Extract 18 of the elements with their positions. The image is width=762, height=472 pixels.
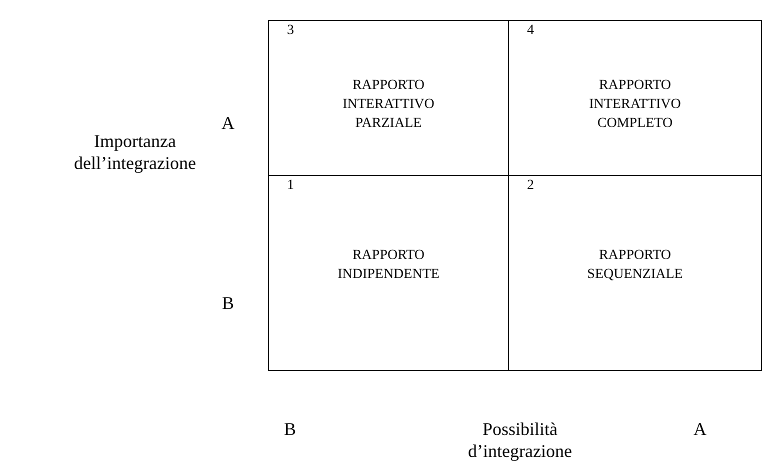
quadrant-number: 1 — [287, 178, 294, 194]
quadrant-label: RAPPORTO INTERATTIVO COMPLETO — [588, 77, 682, 133]
matrix-quadrant — [268, 20, 509, 176]
quadrant-label: RAPPORTO INDIPENDENTE — [336, 247, 440, 284]
axis-title: Importanza dell’integrazione — [73, 130, 197, 174]
axis-value: A — [220, 112, 236, 134]
axis-title: Possibilità d’integrazione — [467, 418, 573, 462]
axis-value: B — [282, 418, 297, 440]
axis-value: B — [220, 292, 235, 314]
quadrant-number: 3 — [287, 23, 294, 39]
quadrant-label: RAPPORTO SEQUENZIALE — [586, 247, 684, 284]
quadrant-number: 4 — [527, 23, 534, 39]
matrix-quadrant — [268, 175, 509, 371]
matrix-quadrant — [508, 20, 762, 176]
matrix-quadrant — [508, 175, 762, 371]
axis-value: A — [692, 418, 708, 440]
quadrant-number: 2 — [527, 178, 534, 194]
quadrant-label: RAPPORTO INTERATTIVO PARZIALE — [342, 77, 436, 133]
